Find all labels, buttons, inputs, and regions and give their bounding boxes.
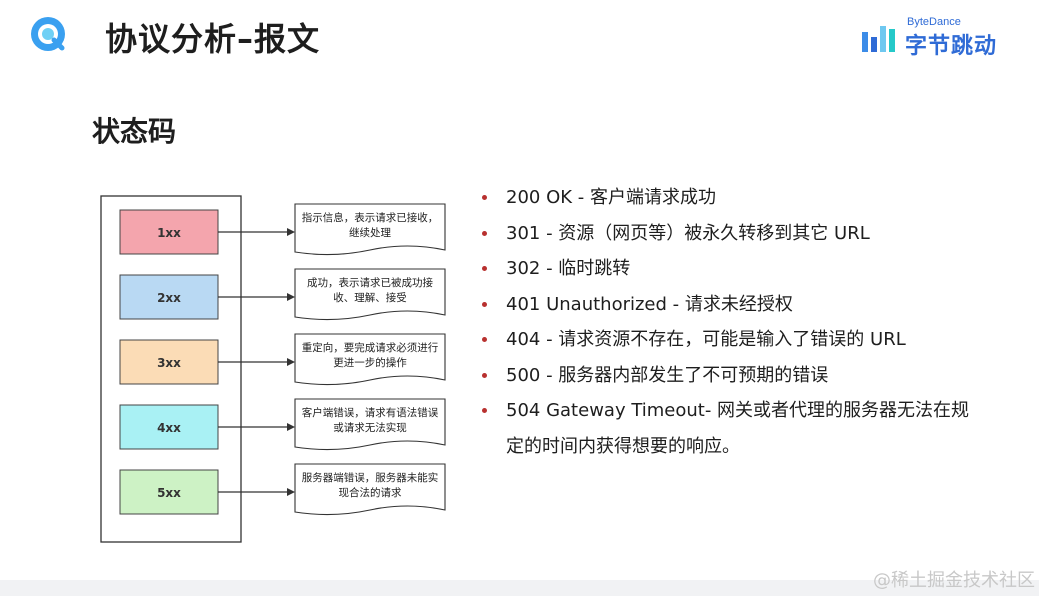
status-class-box — [119, 404, 219, 450]
status-class-code: 3xx — [157, 356, 181, 370]
status-class-code: 5xx — [157, 486, 181, 500]
note-text-line2: 现合法的请求 — [339, 486, 402, 499]
bullet-dot — [482, 266, 487, 271]
status-class-box — [119, 469, 219, 515]
status-code-text: 301 - 资源（网页等）被永久转移到其它 URL — [506, 222, 870, 244]
status-code-item: 301 - 资源（网页等）被永久转移到其它 URL — [480, 216, 1000, 252]
arrowhead-icon — [287, 488, 295, 496]
status-code-text: 504 Gateway Timeout- 网关或者代理的服务器无法在规 — [506, 400, 970, 421]
watermark: @稀土掘金技术社区 — [873, 570, 1035, 591]
note-text-line2: 或请求无法实现 — [333, 421, 407, 434]
arrowhead-icon — [287, 293, 295, 301]
arrowhead-icon — [287, 423, 295, 431]
bytedance-logo: ByteDance 字节跳动 — [861, 14, 1011, 59]
bullet-dot — [482, 230, 487, 236]
diagram-outer-frame — [100, 195, 242, 543]
note-text-line1: 客户端错误，请求有语法错误 — [302, 406, 439, 419]
status-code-item: 401 Unauthorized - 请求未经授权 — [480, 287, 1000, 323]
status-code-text: 302 - 临时跳转 — [506, 258, 631, 279]
bullet-dot — [482, 408, 487, 413]
status-code-item: 200 OK - 客户端请求成功 — [480, 180, 1000, 216]
status-code-item: 302 - 临时跳转 — [480, 251, 1000, 287]
note-document-shape — [294, 333, 446, 386]
status-class-row: 1xx 指示信息，表示请求已接收， 继续处理 — [119, 203, 446, 256]
status-class-box — [119, 339, 219, 385]
status-code-diagram: 1xx 指示信息，表示请求已接收， 继续处理 2xx 成功，表示请求已被成功接收、理解、… — [100, 195, 446, 543]
status-code-item: 500 - 服务器内部发生了不可预期的错误 — [480, 358, 1000, 394]
arrowhead-icon — [287, 358, 295, 366]
note-document-shape — [294, 463, 446, 516]
status-code-item: 定的时间内获得想要的响应。 — [480, 429, 1000, 465]
bullet-dot — [482, 372, 487, 378]
status-class-code: 2xx — [157, 291, 181, 305]
status-code-text: 500 - 服务器内部发生了不可预期的错误 — [506, 364, 829, 386]
arrowhead-icon — [287, 228, 295, 236]
note-document-shape — [294, 398, 446, 451]
status-code-list: 200 OK - 客户端请求成功 301 - 资源（网页等）被永久转移到其它 UR… — [480, 180, 1000, 464]
note-document-shape — [294, 268, 446, 321]
footer-bar — [0, 580, 1039, 596]
note-text-line2: 更进一步的操作 — [333, 356, 407, 369]
brand-name-en: ByteDance — [907, 16, 961, 28]
status-class-code: 1xx — [157, 226, 181, 240]
status-code-item: 504 Gateway Timeout- 网关或者代理的服务器无法在规 — [480, 393, 1000, 429]
note-text-line1: 重定向，要完成请求必须进行 — [302, 341, 439, 354]
note-text-line1: 成功，表示请求已被成功接 — [307, 276, 433, 289]
status-class-box — [119, 274, 219, 320]
section-title: 状态码 — [92, 115, 177, 148]
bullet-dot — [482, 301, 487, 307]
note-text-line1: 服务器端错误，服务器未能实 — [302, 471, 439, 484]
status-code-text: 404 - 请求资源不存在，可能是输入了错误的 URL — [506, 329, 906, 350]
app-logo-icon — [31, 17, 65, 51]
status-code-text: 200 OK - 客户端请求成功 — [506, 187, 716, 208]
status-code-item: 404 - 请求资源不存在，可能是输入了错误的 URL — [480, 322, 1000, 358]
note-document-shape — [294, 203, 446, 256]
bullet-dot — [482, 337, 487, 342]
note-text-line2: 继续处理 — [349, 226, 391, 239]
status-class-box — [119, 209, 219, 255]
bytedance-mark-icon — [862, 26, 895, 52]
note-text-line1: 指示信息，表示请求已接收， — [302, 211, 439, 224]
status-code-text: 定的时间内获得想要的响应。 — [506, 435, 740, 457]
status-class-code: 4xx — [157, 421, 181, 435]
bullet-dot — [482, 195, 487, 200]
note-text-line2: 收、理解、接受 — [333, 291, 407, 304]
status-code-text: 401 Unauthorized - 请求未经授权 — [506, 293, 793, 315]
brand-name-zh: 字节跳动 — [905, 34, 998, 59]
page-title: 协议分析–报文 — [105, 20, 321, 58]
